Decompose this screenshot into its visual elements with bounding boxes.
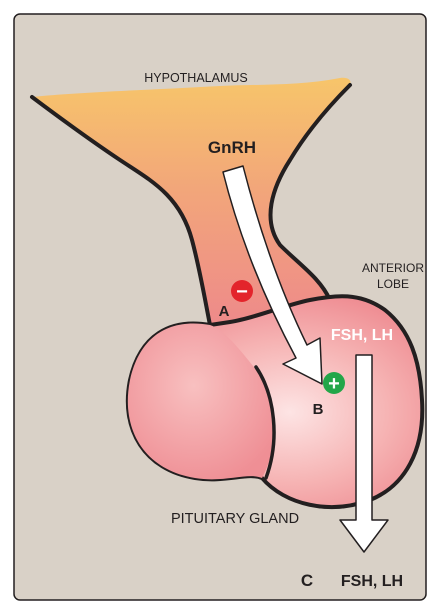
- hormones-released-label: FSH, LH: [341, 573, 403, 590]
- pituitary-gland-label: PITUITARY GLAND: [171, 511, 299, 527]
- hormones-inside-label: FSH, LH: [331, 327, 393, 344]
- marker-c-label: C: [301, 571, 313, 590]
- stimulation-symbol: +: [328, 373, 340, 395]
- marker-a-label: A: [219, 303, 230, 320]
- marker-b-label: B: [313, 401, 324, 418]
- inhibition-symbol: −: [236, 281, 248, 303]
- anterior-lobe-label-line1: ANTERIOR: [362, 261, 424, 275]
- anterior-lobe-label-line2: LOBE: [377, 277, 409, 291]
- hypothalamus-label: HYPOTHALAMUS: [144, 71, 248, 85]
- gnrh-label: GnRH: [208, 138, 256, 157]
